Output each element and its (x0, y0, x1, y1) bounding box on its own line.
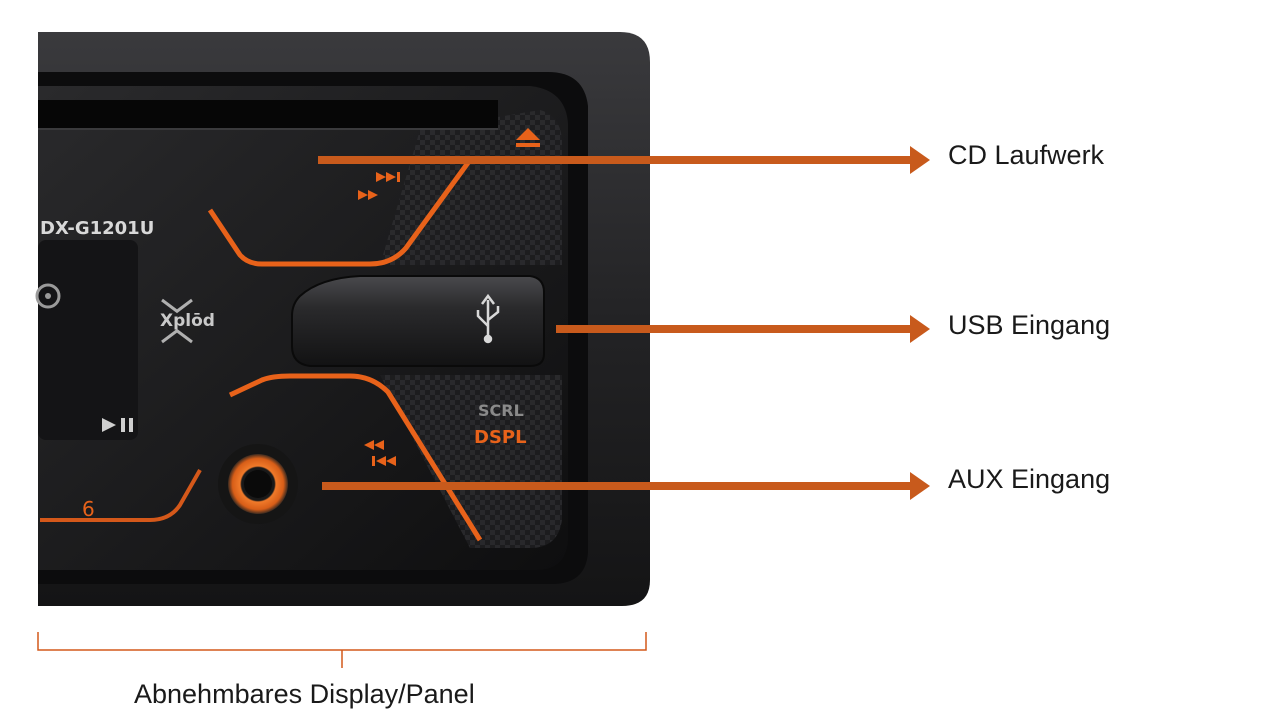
cd-slot[interactable] (38, 100, 498, 128)
panel-bracket (37, 632, 647, 668)
arrow-aux (322, 472, 930, 500)
label-usb-input: USB Eingang (948, 310, 1111, 340)
preset-6-key[interactable]: 6 (82, 497, 95, 521)
scrl-key-label[interactable]: SCRL (478, 401, 524, 420)
eject-icon[interactable] (516, 128, 540, 147)
accent-line-bottom (228, 373, 483, 542)
carbon-trim-bottom (380, 375, 562, 548)
accent-line-left (40, 469, 202, 522)
xplod-logo: Xplōd (160, 298, 215, 344)
svg-text:Xplōd: Xplōd (160, 311, 215, 331)
usb-icon (476, 293, 500, 344)
accent-line-top (207, 158, 473, 267)
next-track-icon[interactable] (376, 172, 400, 182)
carbon-trim-top (380, 110, 562, 265)
label-cd-drive: CD Laufwerk (948, 140, 1105, 170)
display-area (38, 240, 138, 440)
play-pause-icon[interactable] (102, 418, 133, 432)
previous-track-icon[interactable] (372, 456, 396, 466)
fast-forward-icon[interactable] (358, 190, 378, 200)
arrow-cd (318, 146, 930, 174)
label-detachable-panel: Abnehmbares Display/Panel (134, 679, 475, 709)
usb-port-cover[interactable] (291, 275, 545, 367)
arrow-usb (556, 315, 930, 343)
disc-icon (35, 283, 61, 309)
model-label: DX-G1201U (40, 218, 154, 239)
dspl-key-label[interactable]: DSPL (474, 427, 527, 448)
rewind-icon[interactable] (364, 440, 384, 450)
label-aux-input: AUX Eingang (948, 464, 1111, 494)
